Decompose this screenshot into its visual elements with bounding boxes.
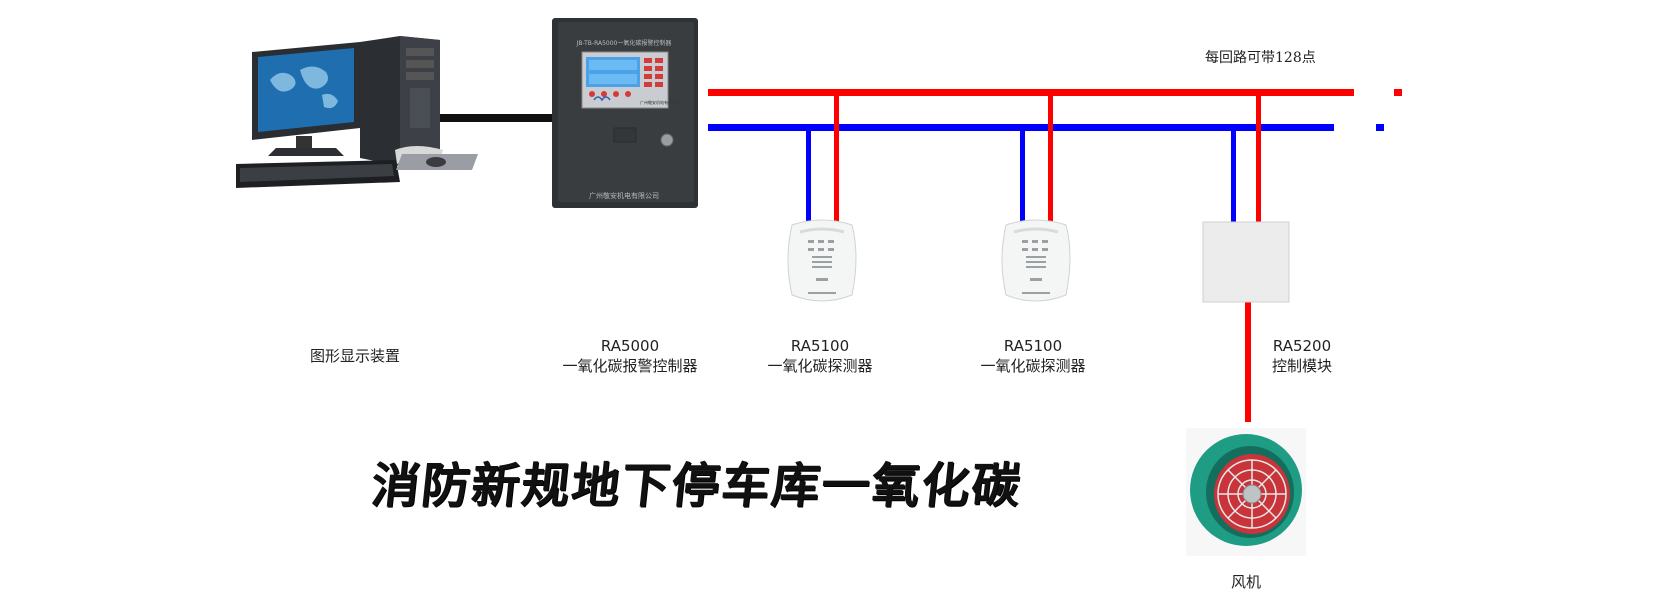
monitor-screen [258, 48, 354, 132]
svg-text:JB-TB-RA5000一氧化碳报警控制器: JB-TB-RA5000一氧化碳报警控制器 [576, 39, 672, 47]
data-cable [440, 114, 552, 122]
display-device-label: 图形显示装置 [309, 347, 400, 365]
loop-capacity-note: 每回路可带128点 [1205, 50, 1316, 66]
detector-2-illustration [1001, 219, 1071, 302]
diagram-title: 消防新规地下停车库一氧化碳 [368, 458, 1025, 514]
detector-2-model: RA5100 [1003, 337, 1063, 355]
controller-label: RA5000 一氧化碳报警控制器 [550, 336, 710, 376]
controller-model: RA5000 [600, 337, 660, 355]
detector-1-name: 一氧化碳探测器 [767, 357, 873, 375]
fan-illustration [1186, 428, 1306, 556]
computer-illustration [236, 36, 552, 188]
detector-1-label: RA5100 一氧化碳探测器 [750, 336, 890, 376]
controller-cabinet: JB-TB-RA5000一氧化碳报警控制器 广州敬安机电有限公司 广州敬安机电有… [552, 18, 698, 208]
fan-control-line [1245, 302, 1251, 422]
bus-lines [708, 89, 1402, 422]
svg-text:广州敬安机电有限公司: 广州敬安机电有限公司 [589, 191, 659, 200]
mouse [426, 157, 446, 167]
module-model: RA5200 [1272, 337, 1332, 355]
detector-2-label: RA5100 一氧化碳探测器 [963, 336, 1103, 376]
detector-2-name: 一氧化碳探测器 [980, 357, 1086, 375]
svg-text:广州敬安机电有限公司: 广州敬安机电有限公司 [640, 99, 680, 105]
fan-label: 风机 [1230, 573, 1261, 591]
bus-positive-line [708, 89, 1354, 96]
key-lock [660, 133, 674, 147]
module-name: 控制模块 [1271, 357, 1332, 375]
detector-1-illustration [787, 219, 857, 302]
module-label: RA5200 控制模块 [1262, 336, 1342, 376]
control-module-box [1202, 221, 1290, 303]
controller-name: 一氧化碳报警控制器 [562, 357, 698, 375]
detector-1-model: RA5100 [790, 337, 850, 355]
bus-negative-line [708, 124, 1334, 131]
